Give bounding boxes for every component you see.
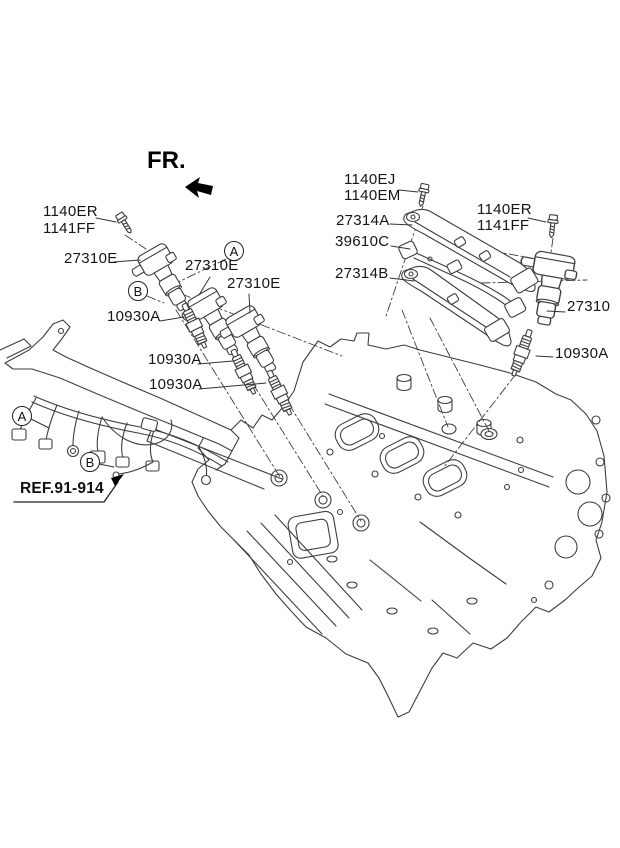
part-label-bolt-right-1: 1140ER — [477, 201, 532, 218]
bolt-middle — [415, 182, 431, 208]
callout-a-harness: A — [12, 406, 32, 426]
part-label-coil-1: 27310E — [64, 250, 118, 267]
part-label-coil-right: 27310 — [567, 298, 611, 315]
engine-block-drawing — [146, 332, 611, 718]
part-label-bolt-mid-2: 1140EM — [344, 187, 401, 204]
part-label-plug-3: 10930A — [149, 376, 203, 393]
part-label-bracket-lower: 27314B — [335, 265, 389, 282]
bolt-left — [114, 210, 136, 237]
part-label-coil-3: 27310E — [227, 275, 281, 292]
part-label-bolt-right-2: 1141FF — [477, 217, 530, 234]
spark-plug-right — [506, 327, 538, 379]
part-label-coil-2: 27310E — [185, 257, 239, 274]
wiring-harness-drawing — [0, 319, 240, 486]
bolt-right — [545, 213, 560, 239]
part-label-plug-2: 10930A — [148, 351, 202, 368]
part-label-bolt-mid-1: 1140EJ — [344, 171, 396, 188]
part-label-plug-cable: 39610C — [335, 233, 390, 250]
part-label-plug-1: 10930A — [107, 308, 161, 325]
fr-direction-arrow — [185, 177, 213, 198]
part-label-bracket-upper: 27314A — [336, 212, 390, 229]
callout-b-harness: B — [80, 452, 100, 472]
callout-a-coils: A — [224, 241, 244, 261]
callout-b-coils: B — [128, 281, 148, 301]
bracket-lower-27314B — [401, 265, 512, 347]
part-label-bolt-left-1: 1140ER — [43, 203, 98, 220]
leader-lines — [30, 189, 566, 468]
ref-leader-arrow — [13, 474, 124, 503]
fr-direction-label: FR. — [147, 147, 186, 174]
part-label-plug-right: 10930A — [555, 345, 609, 362]
plug-cable-39610C — [398, 240, 527, 318]
alignment-centerlines — [124, 205, 588, 522]
part-label-bolt-left-2: 1141FF — [43, 220, 96, 237]
ref-note-label: REF.91-914 — [20, 480, 104, 497]
bracket-upper-27314A — [403, 208, 539, 294]
